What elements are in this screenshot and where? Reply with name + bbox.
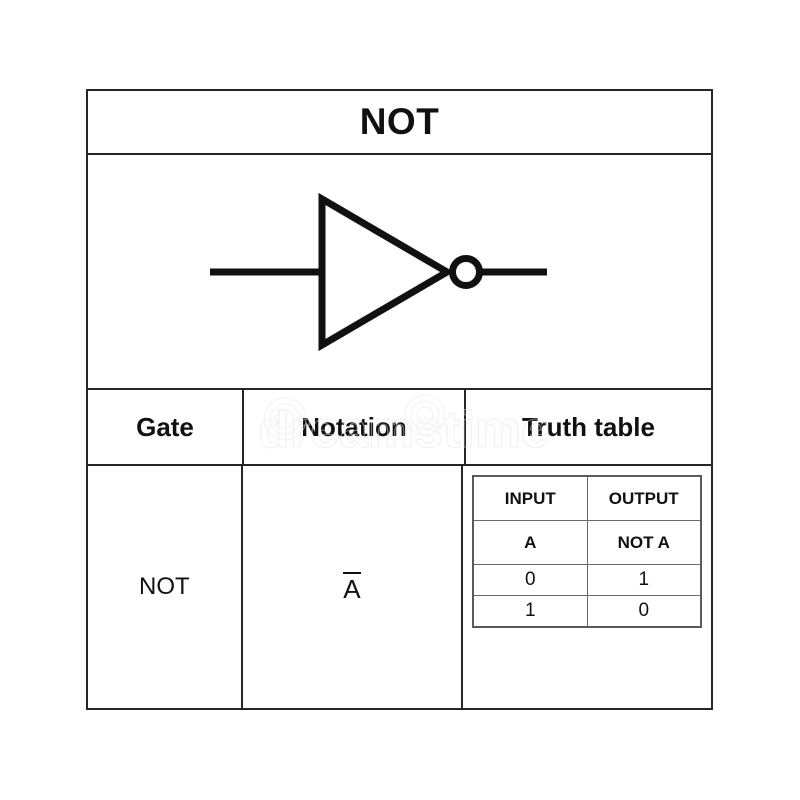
truth-row-0-input: 0 bbox=[472, 564, 588, 596]
truth-row-1-output: 0 bbox=[586, 595, 702, 628]
boolean-notation: A bbox=[343, 571, 361, 604]
truth-table-subheader-a: A bbox=[472, 520, 588, 565]
page-title: NOT bbox=[359, 101, 440, 142]
column-header-truth-table-label: Truth table bbox=[522, 411, 655, 442]
inverter-triangle bbox=[318, 192, 454, 351]
not-gate-symbol-icon bbox=[209, 192, 547, 351]
notation-variable: A bbox=[343, 573, 361, 604]
column-header-gate: Gate bbox=[88, 390, 244, 464]
column-header-notation-label: Notation bbox=[301, 411, 407, 442]
content-row: NOT A INPUT OUTPUT A NOT A bbox=[88, 466, 711, 708]
truth-table: INPUT OUTPUT A NOT A 0 1 1 0 bbox=[472, 475, 702, 628]
truth-table-group-header-row: INPUT OUTPUT bbox=[472, 475, 702, 521]
truth-table-subheader-row: A NOT A bbox=[472, 520, 702, 565]
truth-table-header-output: OUTPUT bbox=[586, 475, 702, 521]
column-header-truth-table: Truth table bbox=[466, 390, 711, 464]
truth-table-header-input: INPUT bbox=[472, 475, 588, 521]
cell-gate-name: NOT bbox=[88, 466, 243, 708]
gate-symbol-band bbox=[88, 155, 711, 390]
column-header-notation: Notation bbox=[244, 390, 466, 464]
truth-row-1-input: 1 bbox=[472, 595, 588, 628]
overbar-icon bbox=[343, 571, 361, 574]
truth-row-0-output: 1 bbox=[586, 564, 702, 596]
logic-gate-reference-card: NOT Gate Notation Truth table NOT bbox=[86, 89, 713, 710]
column-header-row: Gate Notation Truth table bbox=[88, 390, 711, 466]
table-row: 0 1 bbox=[472, 564, 702, 596]
inversion-bubble-icon bbox=[448, 254, 483, 289]
card-title-band: NOT bbox=[88, 91, 711, 155]
gate-name-text: NOT bbox=[139, 573, 190, 600]
column-header-gate-label: Gate bbox=[136, 411, 194, 442]
truth-table-subheader-not-a: NOT A bbox=[586, 520, 702, 565]
table-row: 1 0 bbox=[472, 595, 702, 628]
cell-truth-table: INPUT OUTPUT A NOT A 0 1 1 0 bbox=[463, 466, 711, 708]
cell-notation: A bbox=[243, 466, 463, 708]
